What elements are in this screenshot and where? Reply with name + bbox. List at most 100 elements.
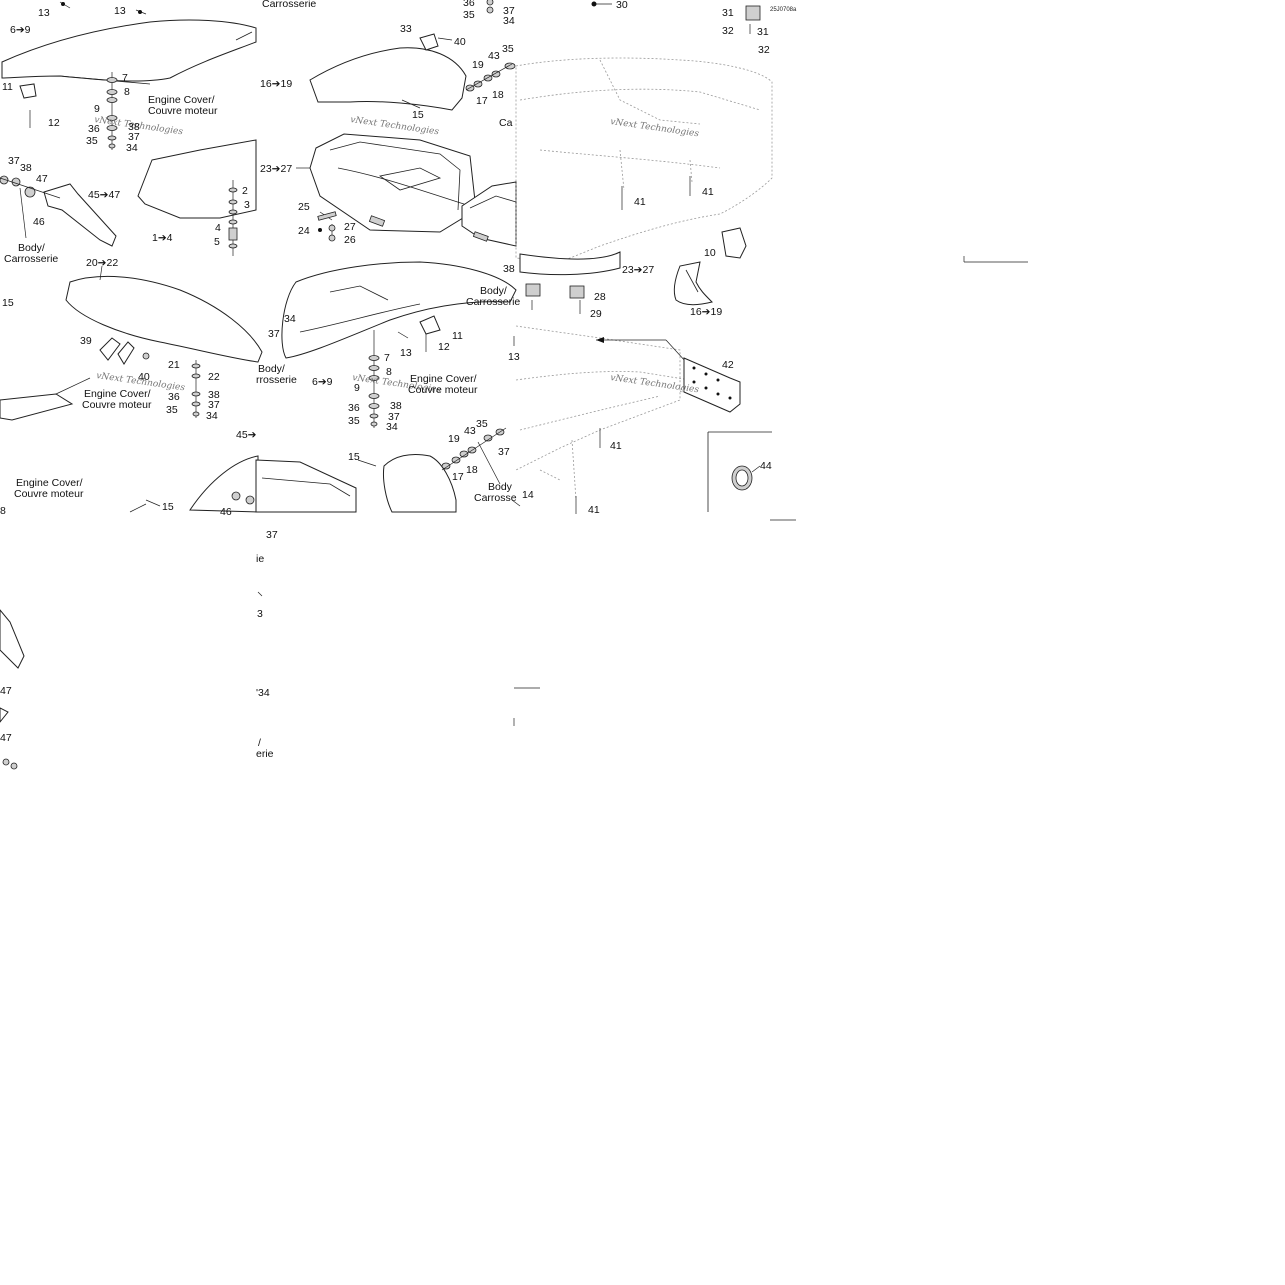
part-number-label: 20➔22 <box>86 257 118 269</box>
part-number-label: 35 <box>348 415 360 427</box>
stud-stack <box>228 180 238 256</box>
callout-text: Couvre moteur <box>408 384 478 396</box>
callout-text: Engine Cover/ <box>84 388 151 400</box>
part-number-label: 38 <box>390 400 402 412</box>
part-number-label: 37 <box>208 399 220 411</box>
bracket-part <box>117 341 135 365</box>
block-part <box>569 285 585 299</box>
part-number-label: 32 <box>722 25 734 37</box>
callout-text: Engine Cover/ <box>148 94 215 106</box>
part-number-label: 6➔9 <box>10 24 31 36</box>
part-number-label: 22 <box>208 371 220 383</box>
part-number-label: 35 <box>166 404 178 416</box>
part-number-label: 45➔47 <box>88 189 120 201</box>
part-number-label: 38 <box>20 162 32 174</box>
part-number-label: 13 <box>400 347 412 359</box>
part-number-label: 23➔27 <box>622 264 654 276</box>
part-number-label: 35 <box>476 418 488 430</box>
part-number-label: 18 <box>492 89 504 101</box>
part-number-label: 46 <box>33 216 45 228</box>
part-number-label: 45➔ <box>236 429 257 441</box>
long-cover-part <box>65 275 263 363</box>
callout-text: / <box>258 737 261 749</box>
part-number-label: 17 <box>476 95 488 107</box>
part-number-label: 16➔19 <box>260 78 292 90</box>
part-number-label: 13 <box>508 351 520 363</box>
part-number-label: 43 <box>488 50 500 62</box>
engine-cover-shell <box>281 261 517 359</box>
bracket-part <box>99 337 121 361</box>
part-number-label: 35 <box>86 135 98 147</box>
part-number-label: 15 <box>348 451 360 463</box>
part-number-label: 15 <box>2 297 14 309</box>
part-number-label: 34 <box>503 15 515 27</box>
part-number-label: 38 <box>208 389 220 401</box>
part-number-label: 31 <box>722 7 734 19</box>
part-number-label: 8 <box>124 86 130 98</box>
callout-text: Carrosserie <box>262 0 316 10</box>
part-number-label: 43 <box>464 425 476 437</box>
part-number-label: 25 <box>298 201 310 213</box>
callout-text: rrosserie <box>256 374 297 386</box>
callout-text: Engine Cover/ <box>410 373 477 385</box>
part-number-label: 17 <box>452 471 464 483</box>
figure-code: 25J0708a <box>770 7 797 13</box>
part-number-label: 10 <box>704 247 716 259</box>
seat-part <box>309 133 477 233</box>
callout-text: Body/ <box>18 242 45 254</box>
callout-text: Couvre moteur <box>14 488 84 500</box>
part-number-label: 15 <box>412 109 424 121</box>
hardware-row <box>465 62 516 92</box>
part-number-label: 12 <box>438 341 450 353</box>
panel-d <box>0 265 357 770</box>
part-number-label: 37 <box>388 411 400 423</box>
callout-text: erie <box>256 748 274 760</box>
part-number-label: 33 <box>400 23 412 35</box>
part-number-label: 34 <box>284 313 296 325</box>
part-number-label: 3 <box>257 608 263 620</box>
part-number-label: 7 <box>122 72 128 84</box>
labels-panel-d: 20➔22 15 39 40 21 22 36 38 35 37 34 Engi… <box>0 257 297 760</box>
bracket-part <box>419 315 441 335</box>
part-number-label: 30 <box>616 0 628 11</box>
part-number-label: 5 <box>214 236 220 248</box>
part-number-label: 41 <box>610 440 622 452</box>
frame-ghost-outline <box>515 325 681 471</box>
callout-text: Engine Cover/ <box>16 477 83 489</box>
part-number-label: 40 <box>454 36 466 48</box>
part-number-label: 36 <box>168 391 180 403</box>
part-number-label: 21 <box>168 359 180 371</box>
part-number-label: '34 <box>256 687 270 699</box>
part-number-label: 47 <box>0 685 12 697</box>
part-number-label: 16➔19 <box>690 306 722 318</box>
part-number-label: 11 <box>452 330 463 342</box>
block-part <box>525 283 541 297</box>
part-number-label: 38 <box>128 121 140 133</box>
callout-text: Body/ <box>258 363 285 375</box>
part-number-label: 4 <box>215 222 221 234</box>
part-number-label: 27 <box>344 221 356 233</box>
part-number-label: 44 <box>760 460 772 472</box>
part-number-label: 31 <box>757 26 769 38</box>
part-number-label: 41 <box>702 186 714 198</box>
labels-panel-c: 30 31 32 31 32 41 41 10 16➔19 23➔27 28 2… <box>466 0 797 320</box>
part-number-label: 37 <box>8 155 20 167</box>
part-number-label: 13 <box>114 5 126 17</box>
part-number-label: 36 <box>88 123 100 135</box>
part-number-label: 34 <box>386 421 398 433</box>
panel-f <box>513 325 796 726</box>
part-number-label: 8 <box>0 505 6 517</box>
body-ghost-outline <box>515 57 773 263</box>
part-number-label: 42 <box>722 359 734 371</box>
part-number-label: 9 <box>94 103 100 115</box>
part-number-label: 7 <box>384 352 390 364</box>
callout-text: Couvre moteur <box>148 105 218 117</box>
part-number-label: 46 <box>220 506 232 518</box>
part-number-label: 29 <box>590 308 602 320</box>
part-number-label: 47 <box>0 732 12 744</box>
callout-text: Carrosserie <box>466 296 520 308</box>
part-number-label: 37 <box>266 529 278 541</box>
grommet-part <box>731 465 753 491</box>
callout-text: Carrosse <box>474 492 517 504</box>
part-number-label: 19 <box>448 433 460 445</box>
